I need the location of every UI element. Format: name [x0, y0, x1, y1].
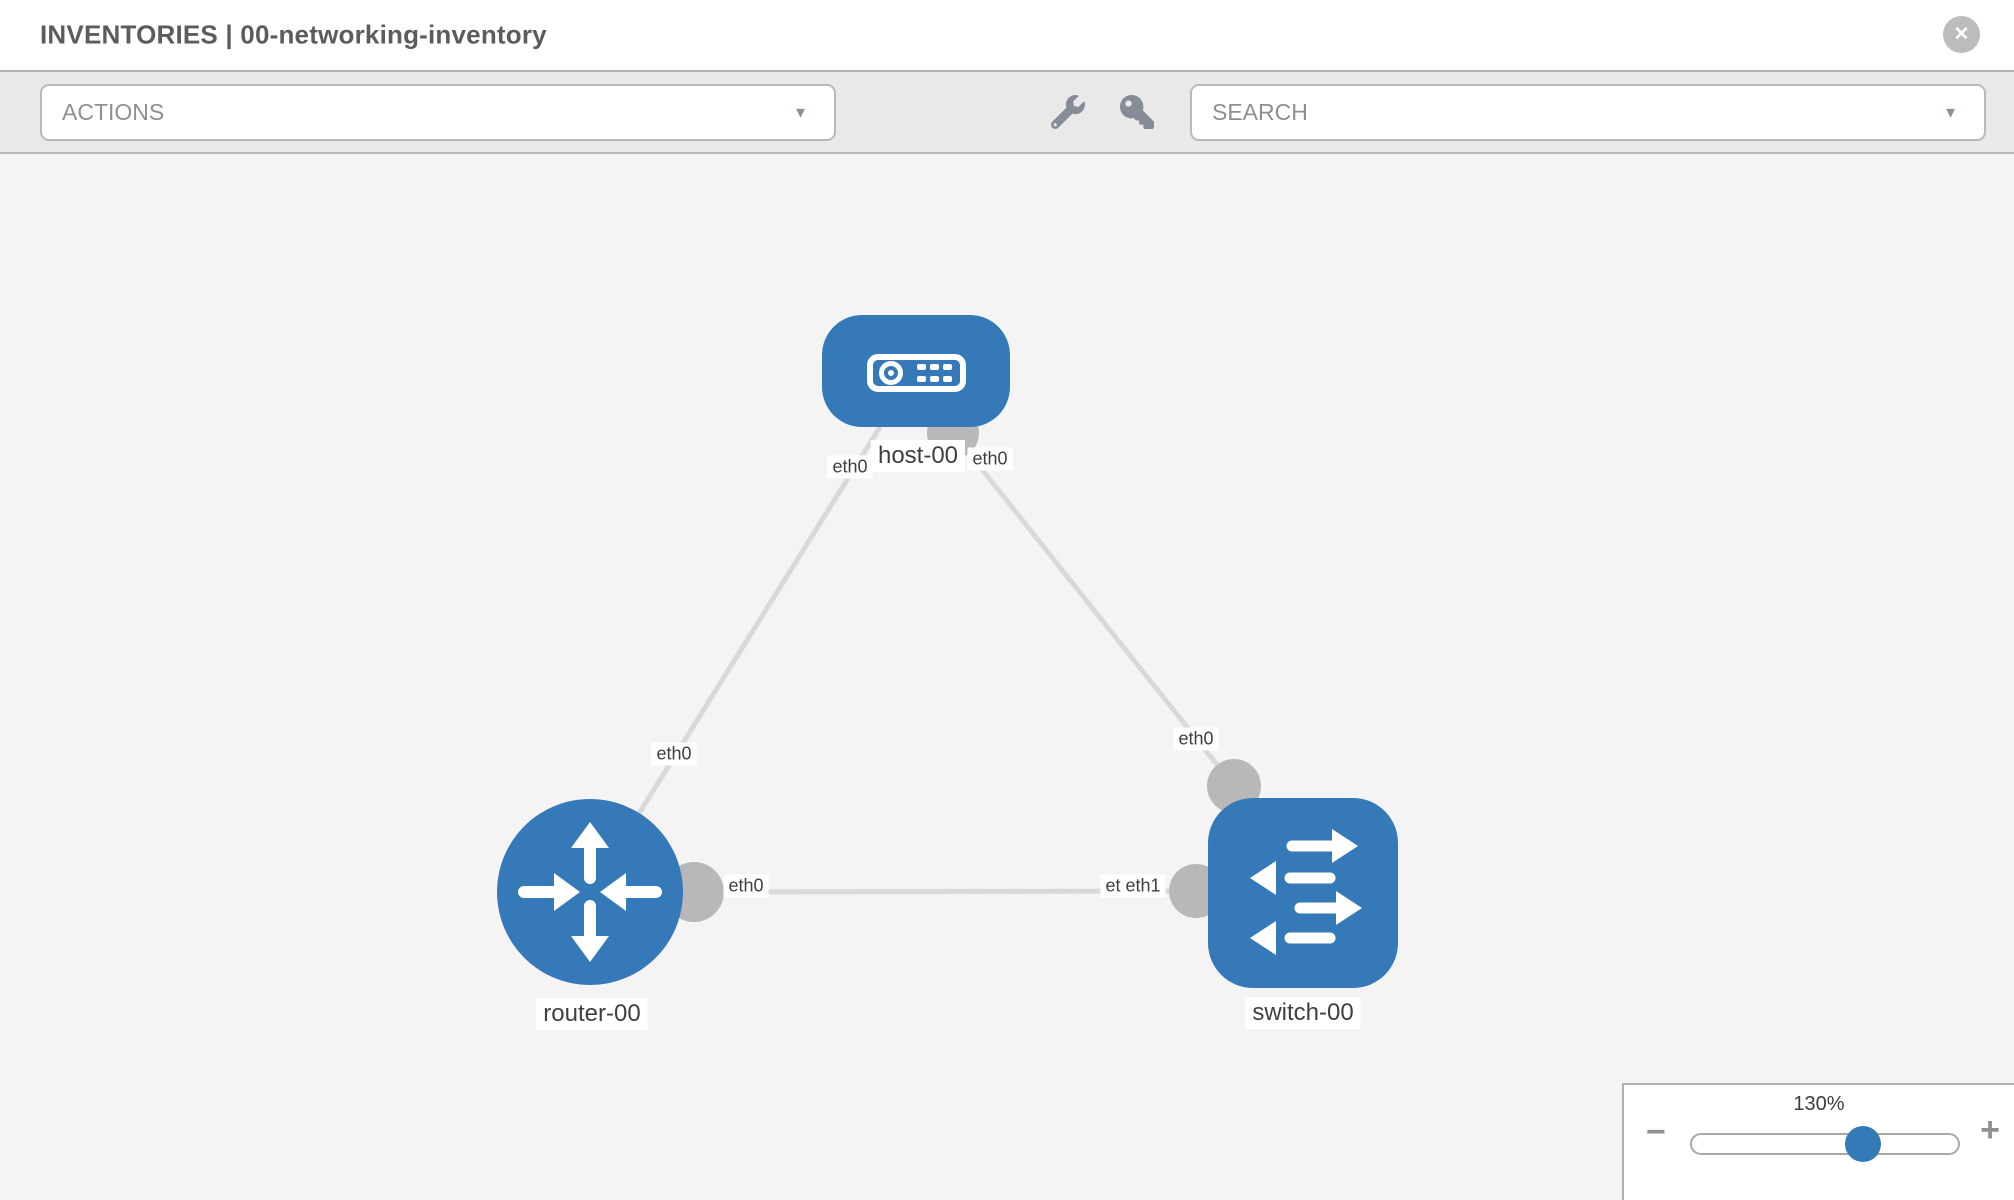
header: INVENTORIES | 00-networking-inventory ✕: [0, 0, 2014, 70]
zoom-in-button[interactable]: +: [1980, 1113, 2000, 1147]
zoom-slider-track[interactable]: [1690, 1133, 1960, 1155]
zoom-slider-handle[interactable]: [1845, 1126, 1881, 1162]
node-switch-00[interactable]: [1208, 798, 1398, 988]
actions-dropdown-label: ACTIONS: [62, 99, 165, 125]
chevron-down-icon: ▼: [1943, 104, 1958, 121]
topology-canvas[interactable]: host-00 router-00 switch-00 eth0 eth0 et…: [0, 154, 2014, 1200]
configure-button[interactable]: [1047, 91, 1089, 133]
node-label-router: router-00: [536, 998, 648, 1030]
page-title: INVENTORIES | 00-networking-inventory: [40, 19, 547, 50]
minus-icon: −: [1646, 1113, 1666, 1151]
chevron-down-icon: ▼: [793, 104, 808, 121]
node-label-switch: switch-00: [1245, 997, 1361, 1029]
key-icon: [1120, 95, 1154, 129]
router-icon: [518, 822, 662, 962]
if-label-host-to-switch: eth0: [967, 447, 1013, 471]
toolbar: ACTIONS ▼ SEARCH ▼: [0, 70, 2014, 154]
credentials-button[interactable]: [1116, 91, 1158, 133]
if-label-host-to-router: eth0: [827, 455, 873, 479]
node-label-host: host-00: [870, 440, 966, 472]
if-label-router-from-host: eth0: [651, 742, 697, 766]
close-icon: ✕: [1953, 24, 1970, 45]
if-label-router-to-switch: eth0: [723, 874, 769, 898]
search-placeholder: SEARCH: [1212, 99, 1308, 125]
link-host-switch: [951, 431, 1236, 788]
close-button[interactable]: ✕: [1943, 16, 1980, 53]
actions-dropdown[interactable]: ACTIONS ▼: [40, 84, 836, 141]
zoom-level-value: 130%: [1793, 1093, 1845, 1115]
if-label-switch-from-host: eth0: [1173, 727, 1219, 751]
zoom-control-panel: 130% − +: [1622, 1083, 2014, 1200]
switch-icon: [1250, 829, 1362, 955]
if-label-switch-from-router: eth1: [1120, 874, 1166, 898]
node-router-00[interactable]: [497, 799, 683, 985]
search-dropdown[interactable]: SEARCH ▼: [1190, 84, 1986, 141]
zoom-out-button[interactable]: −: [1646, 1115, 1666, 1149]
wrench-icon: [1051, 95, 1085, 129]
host-icon: [867, 354, 966, 392]
plus-icon: +: [1980, 1111, 2000, 1149]
node-host-00[interactable]: [822, 315, 1010, 427]
